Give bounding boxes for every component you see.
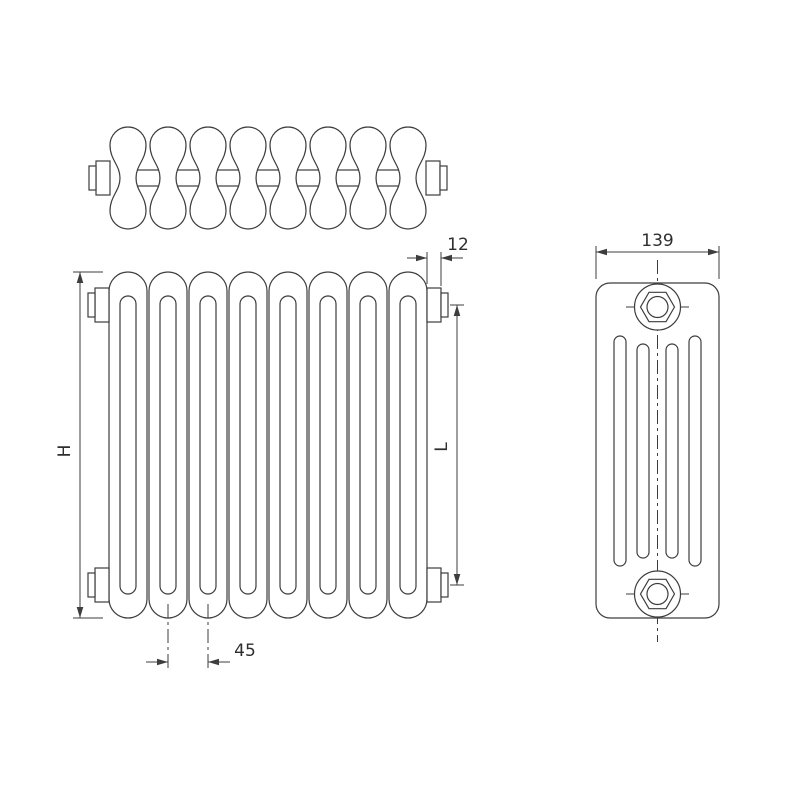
- radiator-section: [348, 271, 388, 619]
- dim-depth-139: 139: [595, 231, 720, 279]
- dim-length-L: L: [432, 304, 464, 586]
- radiator-side-view: [595, 260, 720, 642]
- radiator-front-view: [87, 271, 449, 619]
- front-bottom-left-fitting: [87, 567, 110, 603]
- radiator-section: [228, 271, 268, 619]
- radiator-section: [308, 271, 348, 619]
- dim-label-12: 12: [447, 235, 469, 255]
- dim-offset-12: 12: [407, 235, 469, 286]
- radiator-section: [388, 271, 428, 619]
- front-top-left-fitting: [87, 287, 110, 323]
- dim-height-H: H: [55, 271, 103, 619]
- hex-plug-top: [633, 283, 682, 331]
- radiator-section: [108, 271, 148, 619]
- dim-pitch-45: 45: [146, 604, 256, 672]
- top-view-right-fitting: [425, 160, 448, 196]
- dim-label-L: L: [432, 442, 452, 452]
- hex-plug-bottom: [633, 570, 682, 618]
- top-view-left-fitting: [88, 160, 111, 196]
- radiator-section: [268, 271, 308, 619]
- dim-label-H: H: [55, 445, 75, 458]
- radiator-section: [188, 271, 228, 619]
- front-bottom-right-fitting: [426, 567, 449, 603]
- dim-label-139: 139: [641, 231, 673, 251]
- radiator-top-view: [88, 126, 448, 230]
- radiator-section: [148, 271, 188, 619]
- front-top-right-fitting: [426, 287, 449, 323]
- side-view-slots: [613, 335, 702, 567]
- dim-label-45: 45: [234, 641, 256, 661]
